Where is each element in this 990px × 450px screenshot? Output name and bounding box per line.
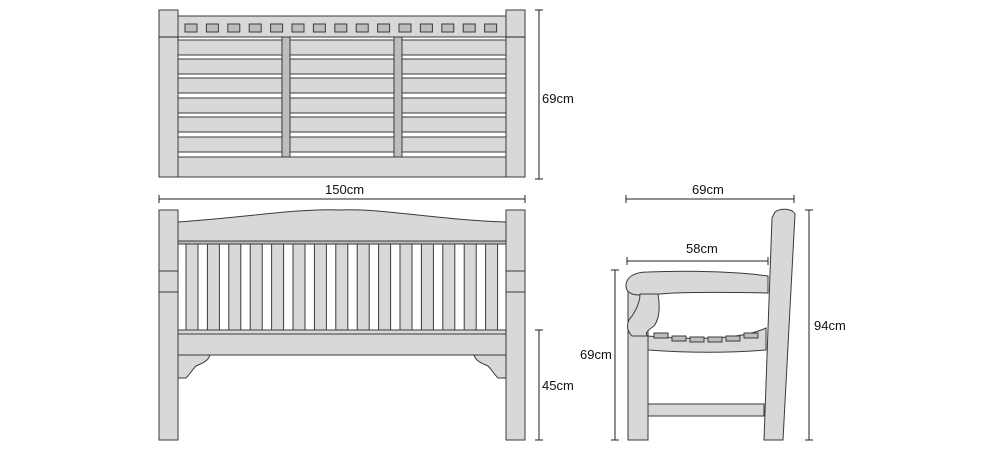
front-backrest-slat — [335, 243, 349, 331]
bench-front-view — [158, 209, 526, 441]
side-seat-slat-end — [743, 332, 759, 339]
front-left-bracket — [177, 354, 211, 379]
side-seat-depth-label: 58cm — [686, 241, 718, 256]
top-backrest-slat-end — [334, 23, 348, 33]
front-right-arm-end — [505, 270, 526, 293]
top-backrest-slat-end — [419, 23, 433, 33]
side-seat-rail — [647, 327, 767, 353]
front-backrest-slat — [356, 243, 370, 331]
front-left-leg — [158, 209, 179, 441]
front-backrest-slat — [271, 243, 285, 331]
front-left-arm-end — [158, 270, 179, 293]
front-backrest-slat — [206, 243, 220, 331]
side-seat-slat-end — [707, 336, 723, 343]
front-backrest-slat — [399, 243, 413, 331]
dimension-side-seat-depth: 58cm — [626, 241, 769, 265]
side-total-height-label: 94cm — [814, 318, 846, 333]
top-right-arm — [505, 9, 526, 178]
top-left-arm — [158, 9, 179, 178]
top-backrest-slat-end — [441, 23, 455, 33]
front-backrest-slat — [185, 243, 199, 331]
front-width-label: 150cm — [325, 182, 364, 197]
front-backrest-slat — [463, 243, 477, 331]
dimension-side-arm-height: 69cm — [580, 269, 619, 441]
top-backrest-slat-end — [484, 23, 498, 33]
front-right-bracket — [473, 354, 507, 379]
front-backrest-slat — [313, 243, 327, 331]
top-backrest-slat-end — [184, 23, 198, 33]
side-seat-slat-end — [653, 332, 669, 339]
top-backrest-slat-end — [462, 23, 476, 33]
front-backrest-slat — [442, 243, 456, 331]
front-seat-apron — [177, 333, 507, 356]
dimension-side-depth: 69cm — [625, 182, 795, 203]
front-backrest-slat — [228, 243, 242, 331]
top-backrest-slat-end — [205, 23, 219, 33]
dimension-front-width: 150cm — [158, 182, 526, 203]
side-back-leg — [763, 208, 796, 441]
side-seat-slat-ends — [653, 332, 759, 343]
front-backrest-top-rail — [177, 209, 507, 244]
front-backrest-slats — [185, 243, 499, 331]
bench-side-view — [625, 208, 796, 441]
top-depth-label: 69cm — [542, 91, 574, 106]
top-backrest-slat-ends — [184, 23, 498, 33]
side-seat-slat-end — [689, 336, 705, 343]
front-seat-height-label: 45cm — [542, 378, 574, 393]
front-right-leg — [505, 209, 526, 441]
top-backrest-slat-end — [377, 23, 391, 33]
top-backrest-slat-end — [398, 23, 412, 33]
side-depth-label: 69cm — [692, 182, 724, 197]
front-backrest-slat — [378, 243, 392, 331]
dimension-top-depth: 69cm — [535, 9, 574, 180]
bench-top-view — [158, 9, 526, 178]
side-stretcher — [647, 403, 765, 417]
top-backrest-slat-end — [355, 23, 369, 33]
front-backrest-slat — [249, 243, 263, 331]
side-armrest — [625, 270, 769, 296]
front-seat-edge — [177, 329, 507, 335]
front-backrest-slat — [420, 243, 434, 331]
front-backrest-slat — [485, 243, 499, 331]
top-backrest-slat-end — [227, 23, 241, 33]
top-backrest-slat-end — [248, 23, 262, 33]
top-seat-supports — [281, 36, 403, 158]
side-arm-height-label: 69cm — [580, 347, 612, 362]
front-backrest-slat — [292, 243, 306, 331]
side-arm-support — [627, 293, 660, 337]
top-backrest-slat-end — [270, 23, 284, 33]
dimension-side-total-height: 94cm — [805, 209, 846, 441]
side-seat-slat-end — [725, 335, 741, 342]
dimension-front-seat-height: 45cm — [535, 329, 574, 441]
top-backrest-slat-end — [291, 23, 305, 33]
top-seat-slats — [177, 39, 507, 178]
side-seat-slat-end — [671, 335, 687, 342]
top-backrest-slat-end — [312, 23, 326, 33]
